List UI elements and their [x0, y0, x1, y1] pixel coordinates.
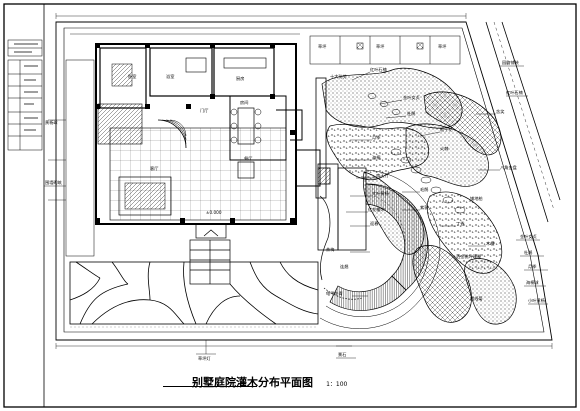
top-label-1: 草坪 — [318, 43, 326, 50]
left-wall-dims — [48, 119, 66, 201]
road — [485, 21, 561, 223]
right-label-6: 海桐球 — [526, 279, 539, 286]
room-dining: 餐厅 — [244, 155, 252, 162]
bottom-leaders — [196, 340, 356, 359]
plant-label-2: 金叶女贞 — [403, 94, 420, 101]
right-label-5: 月季 — [528, 263, 537, 270]
plant-label-9: 迎春 — [370, 220, 379, 227]
title-block: 别墅庭院灌木分布平面图 1：100 — [192, 371, 348, 389]
room-hall: 门厅 — [200, 107, 208, 114]
shrub-masses — [319, 67, 517, 325]
left-info-strip — [7, 39, 43, 151]
room-bath: 浴室 — [166, 73, 174, 80]
plant-label-14: 八角金盘 — [500, 164, 517, 171]
left-lawn — [65, 59, 95, 257]
plant-label-5: 海桐 — [372, 154, 380, 161]
room-bedroom: 卧室 — [128, 73, 136, 80]
right-label-4: 杜鹃 — [524, 249, 532, 256]
elevation-mark: ±0.000 — [206, 210, 222, 215]
plant-leaders — [336, 71, 500, 347]
plant-label-23: 连翘 — [340, 263, 349, 270]
plant-label-6: 南天竹 — [376, 172, 389, 179]
bottom-label-1: 草坪灯 — [198, 355, 211, 362]
house — [95, 43, 321, 225]
room-living: 客厅 — [150, 165, 158, 172]
plant-label-17: 茶梅 — [326, 246, 334, 253]
site-boundary — [55, 21, 553, 341]
right-label-2: 红叶石楠 — [506, 89, 523, 96]
right-label-1: 园路铺装 — [502, 59, 520, 66]
plant-label-3: 杜鹃 — [407, 110, 415, 117]
right-label-7: 小叶黄杨 — [528, 297, 545, 304]
top-bays — [309, 35, 461, 65]
left-label-wall: 围墙砌筑 — [45, 179, 63, 186]
sheet-border — [3, 3, 577, 408]
plant-label-21: 火棘 — [440, 146, 449, 152]
plant-label-24: 绣线菊 — [470, 295, 483, 302]
bottom-label-2: 景石 — [338, 352, 346, 358]
plant-label-8: 红花檵木 — [368, 206, 386, 213]
plant-label-12: 丁香 — [456, 220, 465, 227]
plant-label-13: 木槿 — [486, 240, 494, 247]
top-label-3: 草坪 — [438, 43, 446, 50]
plant-label-19: 洒金桃叶珊瑚 — [456, 253, 481, 260]
plant-label-1: 红叶石楠 — [370, 66, 387, 73]
plant-label-16: 含笑 — [496, 108, 504, 115]
plant-label-10: 毛鹃 — [420, 186, 428, 193]
left-label-shrub: 黄杨球 — [45, 119, 58, 126]
drawing-scale: 1：100 — [326, 381, 348, 388]
plant-label-15: 栀子花 — [440, 126, 453, 133]
dimension-lines — [55, 13, 553, 349]
right-leaders — [500, 65, 548, 305]
entrance-steps — [189, 223, 231, 285]
top-label-2: 草坪 — [376, 43, 384, 50]
plant-label-11: 紫薇 — [420, 204, 429, 211]
plant-label-4: 月季 — [372, 134, 381, 141]
drawing-title: 别墅庭院灌木分布平面图 — [192, 376, 313, 389]
boundary-hedge-dots — [70, 326, 318, 328]
plant-label-18: 龟甲冬青 — [326, 290, 343, 297]
plant-label-22: 铺地柏 — [470, 195, 483, 202]
title-underline — [163, 386, 257, 387]
plant-label-7: 大叶黄杨 — [372, 190, 389, 197]
front-garden-paving — [69, 261, 319, 325]
plant-label-20: 十大功劳 — [330, 73, 347, 80]
room-kitchen: 厨房 — [236, 75, 244, 82]
room-room: 房间 — [240, 99, 248, 106]
right-label-3: 金叶女贞 — [520, 233, 537, 240]
